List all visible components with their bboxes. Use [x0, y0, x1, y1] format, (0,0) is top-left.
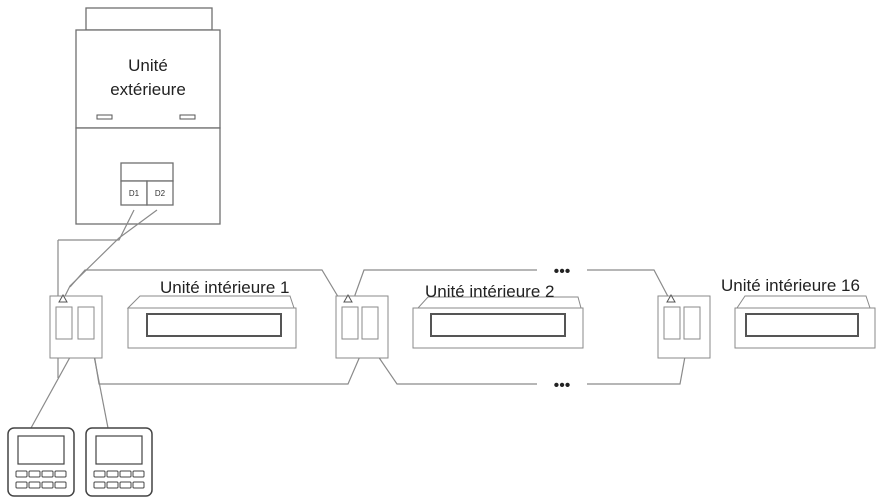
terminal-d1-label: D1	[129, 189, 140, 198]
outdoor-vent-left	[96, 114, 113, 120]
indoor1-warning-icon	[58, 293, 68, 303]
indoor-unit-1: Unité intérieure 1	[49, 278, 297, 359]
controller1-screen	[17, 435, 65, 465]
outdoor-unit-top-cap	[85, 7, 213, 31]
wire-bus-top-2-b	[587, 269, 674, 307]
indoor16-terminal-left	[663, 306, 681, 340]
wired-controller-1	[7, 427, 75, 497]
outdoor-terminal-block: D1 D2	[120, 162, 174, 206]
indoor2-air-outlet	[430, 313, 566, 337]
outdoor-unit-upper-body	[75, 29, 221, 129]
indoor16-top-face	[736, 295, 871, 309]
wire-d2-to-indoor1	[62, 209, 158, 301]
indoor2-terminal-right	[361, 306, 379, 340]
indoor16-warning-icon	[666, 293, 676, 303]
indoor1-terminal-left	[55, 306, 73, 340]
controller1-buttons	[15, 470, 67, 489]
indoor-unit-2-label: Unité intérieure 2	[425, 282, 554, 301]
controller2-screen	[95, 435, 143, 465]
terminal-d1-box	[120, 180, 148, 206]
indoor16-air-outlet	[745, 313, 859, 337]
controller2-buttons	[93, 470, 145, 489]
indoor2-warning-icon	[343, 293, 353, 303]
indoor1-top-face	[126, 295, 295, 309]
indoor1-terminal-right	[77, 306, 95, 340]
indoor-unit-2: Unité intérieure 2	[335, 282, 584, 359]
continuation-marker-top: •••	[554, 263, 571, 280]
indoor1-air-outlet	[146, 313, 282, 337]
wire-bus-top-1-2	[69, 269, 353, 321]
outdoor-unit-label-line2: extérieure	[110, 80, 186, 99]
outdoor-vent-right	[179, 114, 196, 120]
continuation-marker-bottom: •••	[554, 377, 571, 394]
indoor-unit-16-label: Unité intérieure 16	[721, 276, 860, 295]
terminal-d2-box	[146, 180, 174, 206]
indoor-unit-1-label: Unité intérieure 1	[160, 278, 289, 297]
indoor16-terminal-right	[683, 306, 701, 340]
terminal-block-cover	[120, 162, 174, 182]
outdoor-unit-label-line1: Unité	[128, 56, 168, 75]
indoor2-terminal-left	[341, 306, 359, 340]
outdoor-unit: Unité extérieure D1 D2	[75, 7, 221, 225]
indoor-unit-16: Unité intérieure 16	[657, 276, 876, 359]
wired-controller-2	[85, 427, 153, 497]
wire-d1-to-indoor1	[58, 209, 135, 241]
terminal-d2-label: D2	[155, 189, 166, 198]
